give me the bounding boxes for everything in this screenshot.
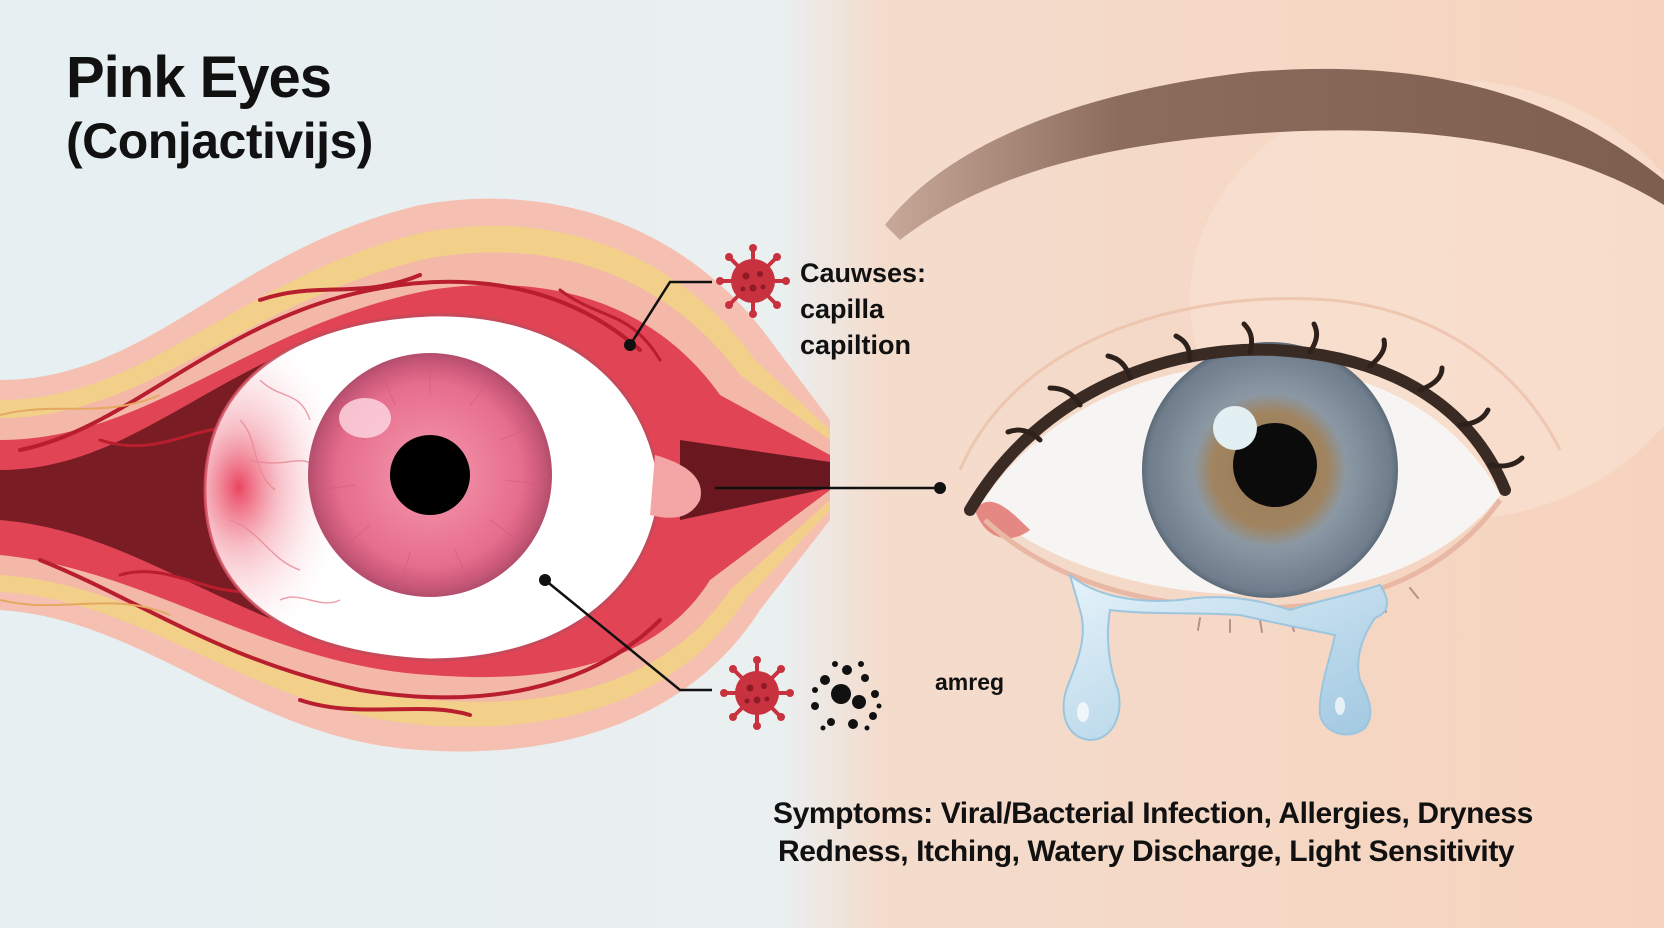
symptoms-line-2: Redness, Itching, Watery Discharge, Ligh…	[778, 835, 1515, 868]
callout-dot	[934, 482, 946, 494]
fat-layer-lines	[0, 394, 171, 616]
virus-icon	[716, 244, 790, 318]
tears	[1062, 572, 1388, 742]
causes-label: Cauwses:	[800, 258, 927, 288]
teary-eye	[958, 297, 1562, 633]
causes-item: capilla	[800, 294, 885, 324]
virus-icon	[720, 656, 794, 730]
causes-item: capiltion	[800, 330, 912, 360]
callout-lines	[544, 280, 940, 692]
callout-dot	[539, 574, 551, 586]
eyebrow	[885, 68, 1664, 240]
callout-dot	[624, 339, 636, 351]
inflamed-eyeball	[203, 313, 701, 662]
page-subtitle: (Conjactivijs)	[66, 113, 373, 169]
symptoms-line-1: Symptoms: Viral/Bacterial Infection, All…	[773, 797, 1533, 830]
agents-label: amreg	[935, 669, 1005, 695]
allergen-icon	[811, 661, 882, 731]
page-title: Pink Eyes	[66, 45, 332, 110]
